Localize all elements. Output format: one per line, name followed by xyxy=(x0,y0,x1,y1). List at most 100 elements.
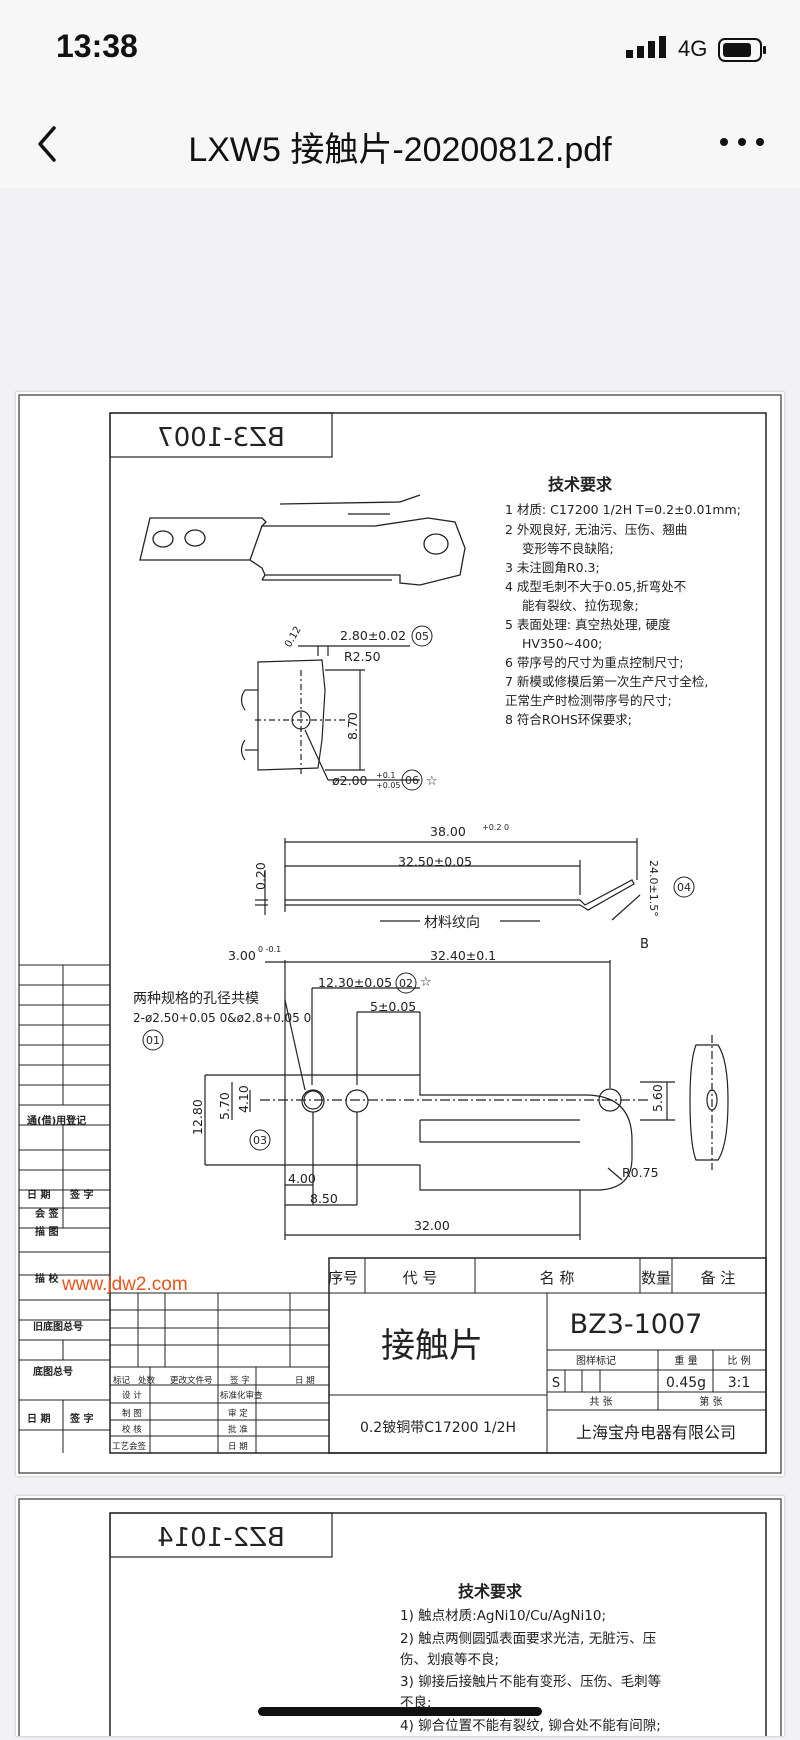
svg-text:底图总号: 底图总号 xyxy=(33,1365,73,1378)
svg-text:BZ3-1007: BZ3-1007 xyxy=(570,1309,703,1340)
svg-text:3.00: 3.00 xyxy=(228,948,256,963)
svg-text:5.60: 5.60 xyxy=(650,1084,665,1112)
svg-text:5 表面处理: 真空热处理, 硬度: 5 表面处理: 真空热处理, 硬度 xyxy=(505,617,671,632)
tech-title-2: 技术要求 xyxy=(458,1582,523,1601)
svg-text:制 图: 制 图 xyxy=(122,1408,142,1419)
svg-text:正常生产时检测带序号的尺寸;: 正常生产时检测带序号的尺寸; xyxy=(505,693,672,708)
back-chevron-icon[interactable] xyxy=(28,122,68,166)
svg-text:设 计: 设 计 xyxy=(122,1390,142,1401)
svg-text:数量: 数量 xyxy=(641,1269,671,1287)
title-block-grid xyxy=(110,1257,767,1454)
mirrored-drawing-number-2: BZ2-1014 xyxy=(157,1523,285,1553)
svg-text:0.20: 0.20 xyxy=(253,862,268,890)
svg-text:03: 03 xyxy=(253,1134,267,1147)
svg-text:38.00: 38.00 xyxy=(430,824,466,839)
tech-title: 技术要求 xyxy=(548,475,613,494)
svg-text:32.40±0.1: 32.40±0.1 xyxy=(430,948,496,963)
pdf-page-1[interactable]: BZ3-1007 技术要求 1 材质: C17200 1/2H T=0.2±0.… xyxy=(16,392,784,1476)
svg-text:标准化审查: 标准化审查 xyxy=(220,1390,263,1401)
svg-text:0.45g: 0.45g xyxy=(666,1375,706,1391)
svg-text:B: B xyxy=(640,937,649,952)
home-indicator[interactable] xyxy=(258,1707,542,1716)
svg-text:变形等不良缺陷;: 变形等不良缺陷; xyxy=(522,541,614,556)
isometric-view xyxy=(139,494,466,586)
status-time: 13:38 xyxy=(56,28,138,64)
svg-text:3 未注圆角R0.3;: 3 未注圆角R0.3; xyxy=(505,560,600,575)
svg-text:0 -0.1: 0 -0.1 xyxy=(258,945,281,954)
svg-text:伤、划痕等不良;: 伤、划痕等不良; xyxy=(400,1651,499,1668)
svg-text:会 签: 会 签 xyxy=(35,1207,59,1220)
svg-text:12.80: 12.80 xyxy=(190,1099,205,1135)
svg-text:材料纹向: 材料纹向 xyxy=(424,915,480,931)
svg-text:序号: 序号 xyxy=(328,1269,358,1287)
svg-text:2.80±0.02: 2.80±0.02 xyxy=(340,628,406,643)
svg-text:名 称: 名 称 xyxy=(540,1269,575,1287)
engineering-drawing-2: BZ2-1014 技术要求 1) 触点材质:AgNi10/Cu/AgNi10; … xyxy=(18,1498,782,1740)
svg-text:7 新模或修模后第一次生产尺寸全检,: 7 新模或修模后第一次生产尺寸全检, xyxy=(505,674,708,689)
watermark: www.jdw2.com xyxy=(62,1274,188,1295)
svg-text:接触片: 接触片 xyxy=(381,1326,483,1366)
svg-text:日 期: 日 期 xyxy=(295,1376,315,1386)
side-view-dims: 38.00 +0.2 0 32.50±0.05 0.20 24.0±1.5° 0… xyxy=(253,823,695,952)
page-frame xyxy=(18,394,782,1474)
svg-text:4) 铆合位置不能有裂纹, 铆合处不能有间隙;: 4) 铆合位置不能有裂纹, 铆合处不能有间隙; xyxy=(400,1718,661,1734)
svg-text:☆: ☆ xyxy=(426,774,438,789)
status-bar: 13:38 4G xyxy=(0,0,800,100)
svg-text:3) 铆接后接触片不能有变形、压伤、毛刺等: 3) 铆接后接触片不能有变形、压伤、毛刺等 xyxy=(400,1673,661,1690)
document-title: LXW5 接触片-20200812.pdf xyxy=(188,131,612,169)
svg-text:+0.05: +0.05 xyxy=(376,781,401,790)
svg-text:32.00: 32.00 xyxy=(414,1218,450,1233)
svg-text:代 号: 代 号 xyxy=(403,1269,438,1287)
svg-text:描 校: 描 校 xyxy=(35,1272,59,1285)
drawing-border xyxy=(109,412,767,1454)
battery-icon xyxy=(718,38,766,62)
svg-text:2 外观良好, 无油污、压伤、翘曲: 2 外观良好, 无油污、压伤、翘曲 xyxy=(505,522,687,537)
svg-text:4.00: 4.00 xyxy=(288,1171,316,1186)
svg-text:04: 04 xyxy=(677,881,691,894)
svg-text:+0.2 0: +0.2 0 xyxy=(482,823,509,832)
svg-text:1) 触点材质:AgNi10/Cu/AgNi10;: 1) 触点材质:AgNi10/Cu/AgNi10; xyxy=(400,1608,606,1624)
svg-text:更改文件号: 更改文件号 xyxy=(170,1375,213,1386)
top-view-dims: 3.00 0 -0.1 32.40±0.1 12.30±0.05 02 ☆ 5±… xyxy=(133,945,665,1233)
svg-text:4 成型毛刺不大于0.05,折弯处不: 4 成型毛刺不大于0.05,折弯处不 xyxy=(505,579,686,594)
svg-text:☆: ☆ xyxy=(420,975,432,990)
svg-text:+0.1: +0.1 xyxy=(376,771,395,780)
svg-text:共 张: 共 张 xyxy=(589,1396,612,1408)
svg-text:05: 05 xyxy=(415,630,429,643)
svg-text:ø2.00: ø2.00 xyxy=(332,773,368,788)
svg-text:01: 01 xyxy=(146,1034,160,1047)
svg-text:通(借)用登记: 通(借)用登记 xyxy=(27,1114,86,1127)
title-block-text: 序号 代 号 名 称 数量 备 注 接触片 BZ3-1007 图样标记 重 量 … xyxy=(112,1269,751,1452)
svg-text:旧底图总号: 旧底图总号 xyxy=(33,1320,83,1333)
svg-text:图样标记: 图样标记 xyxy=(576,1354,616,1367)
svg-text:2) 触点两侧圆弧表面要求光洁, 无脏污、压: 2) 触点两侧圆弧表面要求光洁, 无脏污、压 xyxy=(400,1631,656,1647)
engineering-drawing: BZ3-1007 技术要求 1 材质: C17200 1/2H T=0.2±0.… xyxy=(18,394,782,1474)
tech-lines-2: 1) 触点材质:AgNi10/Cu/AgNi10; 2) 触点两侧圆弧表面要求光… xyxy=(400,1608,661,1734)
svg-text:备 注: 备 注 xyxy=(701,1269,736,1287)
svg-text:8.70: 8.70 xyxy=(345,712,360,740)
more-icon[interactable] xyxy=(712,122,772,162)
tech-lines: 1 材质: C17200 1/2H T=0.2±0.01mm; 2 外观良好, … xyxy=(505,502,741,727)
svg-text:重 量: 重 量 xyxy=(674,1354,697,1367)
pdf-page-2[interactable]: BZ2-1014 技术要求 1) 触点材质:AgNi10/Cu/AgNi10; … xyxy=(16,1496,784,1740)
svg-text:能有裂纹、拉伤现象;: 能有裂纹、拉伤现象; xyxy=(522,598,639,613)
b-view xyxy=(240,645,420,781)
svg-text:S: S xyxy=(552,1376,560,1391)
svg-text:日 期: 日 期 xyxy=(27,1188,50,1201)
left-strip-table xyxy=(19,964,110,1453)
svg-text:上海宝舟电器有限公司: 上海宝舟电器有限公司 xyxy=(576,1423,736,1442)
svg-text:校 核: 校 核 xyxy=(122,1424,142,1435)
svg-text:2-ø2.50+0.05 0&ø2.8+0.05 0: 2-ø2.50+0.05 0&ø2.8+0.05 0 xyxy=(133,1011,311,1025)
svg-text:签 字: 签 字 xyxy=(69,1412,93,1425)
svg-text:日 期: 日 期 xyxy=(228,1442,248,1452)
svg-text:日 期: 日 期 xyxy=(27,1412,50,1425)
svg-text:R0.75: R0.75 xyxy=(622,1165,659,1180)
side-view xyxy=(255,838,641,922)
svg-text:3:1: 3:1 xyxy=(728,1375,751,1391)
svg-text:签 字: 签 字 xyxy=(230,1375,250,1386)
svg-text:8 符合ROHS环保要求;: 8 符合ROHS环保要求; xyxy=(505,712,632,727)
svg-text:HV350~400;: HV350~400; xyxy=(522,636,602,651)
svg-text:5±0.05: 5±0.05 xyxy=(370,999,416,1014)
svg-text:1 材质: C17200 1/2H T=0.2±0.01mm: 1 材质: C17200 1/2H T=0.2±0.01mm; xyxy=(505,502,741,517)
drawing-number-box: BZ3-1007 xyxy=(109,412,333,458)
